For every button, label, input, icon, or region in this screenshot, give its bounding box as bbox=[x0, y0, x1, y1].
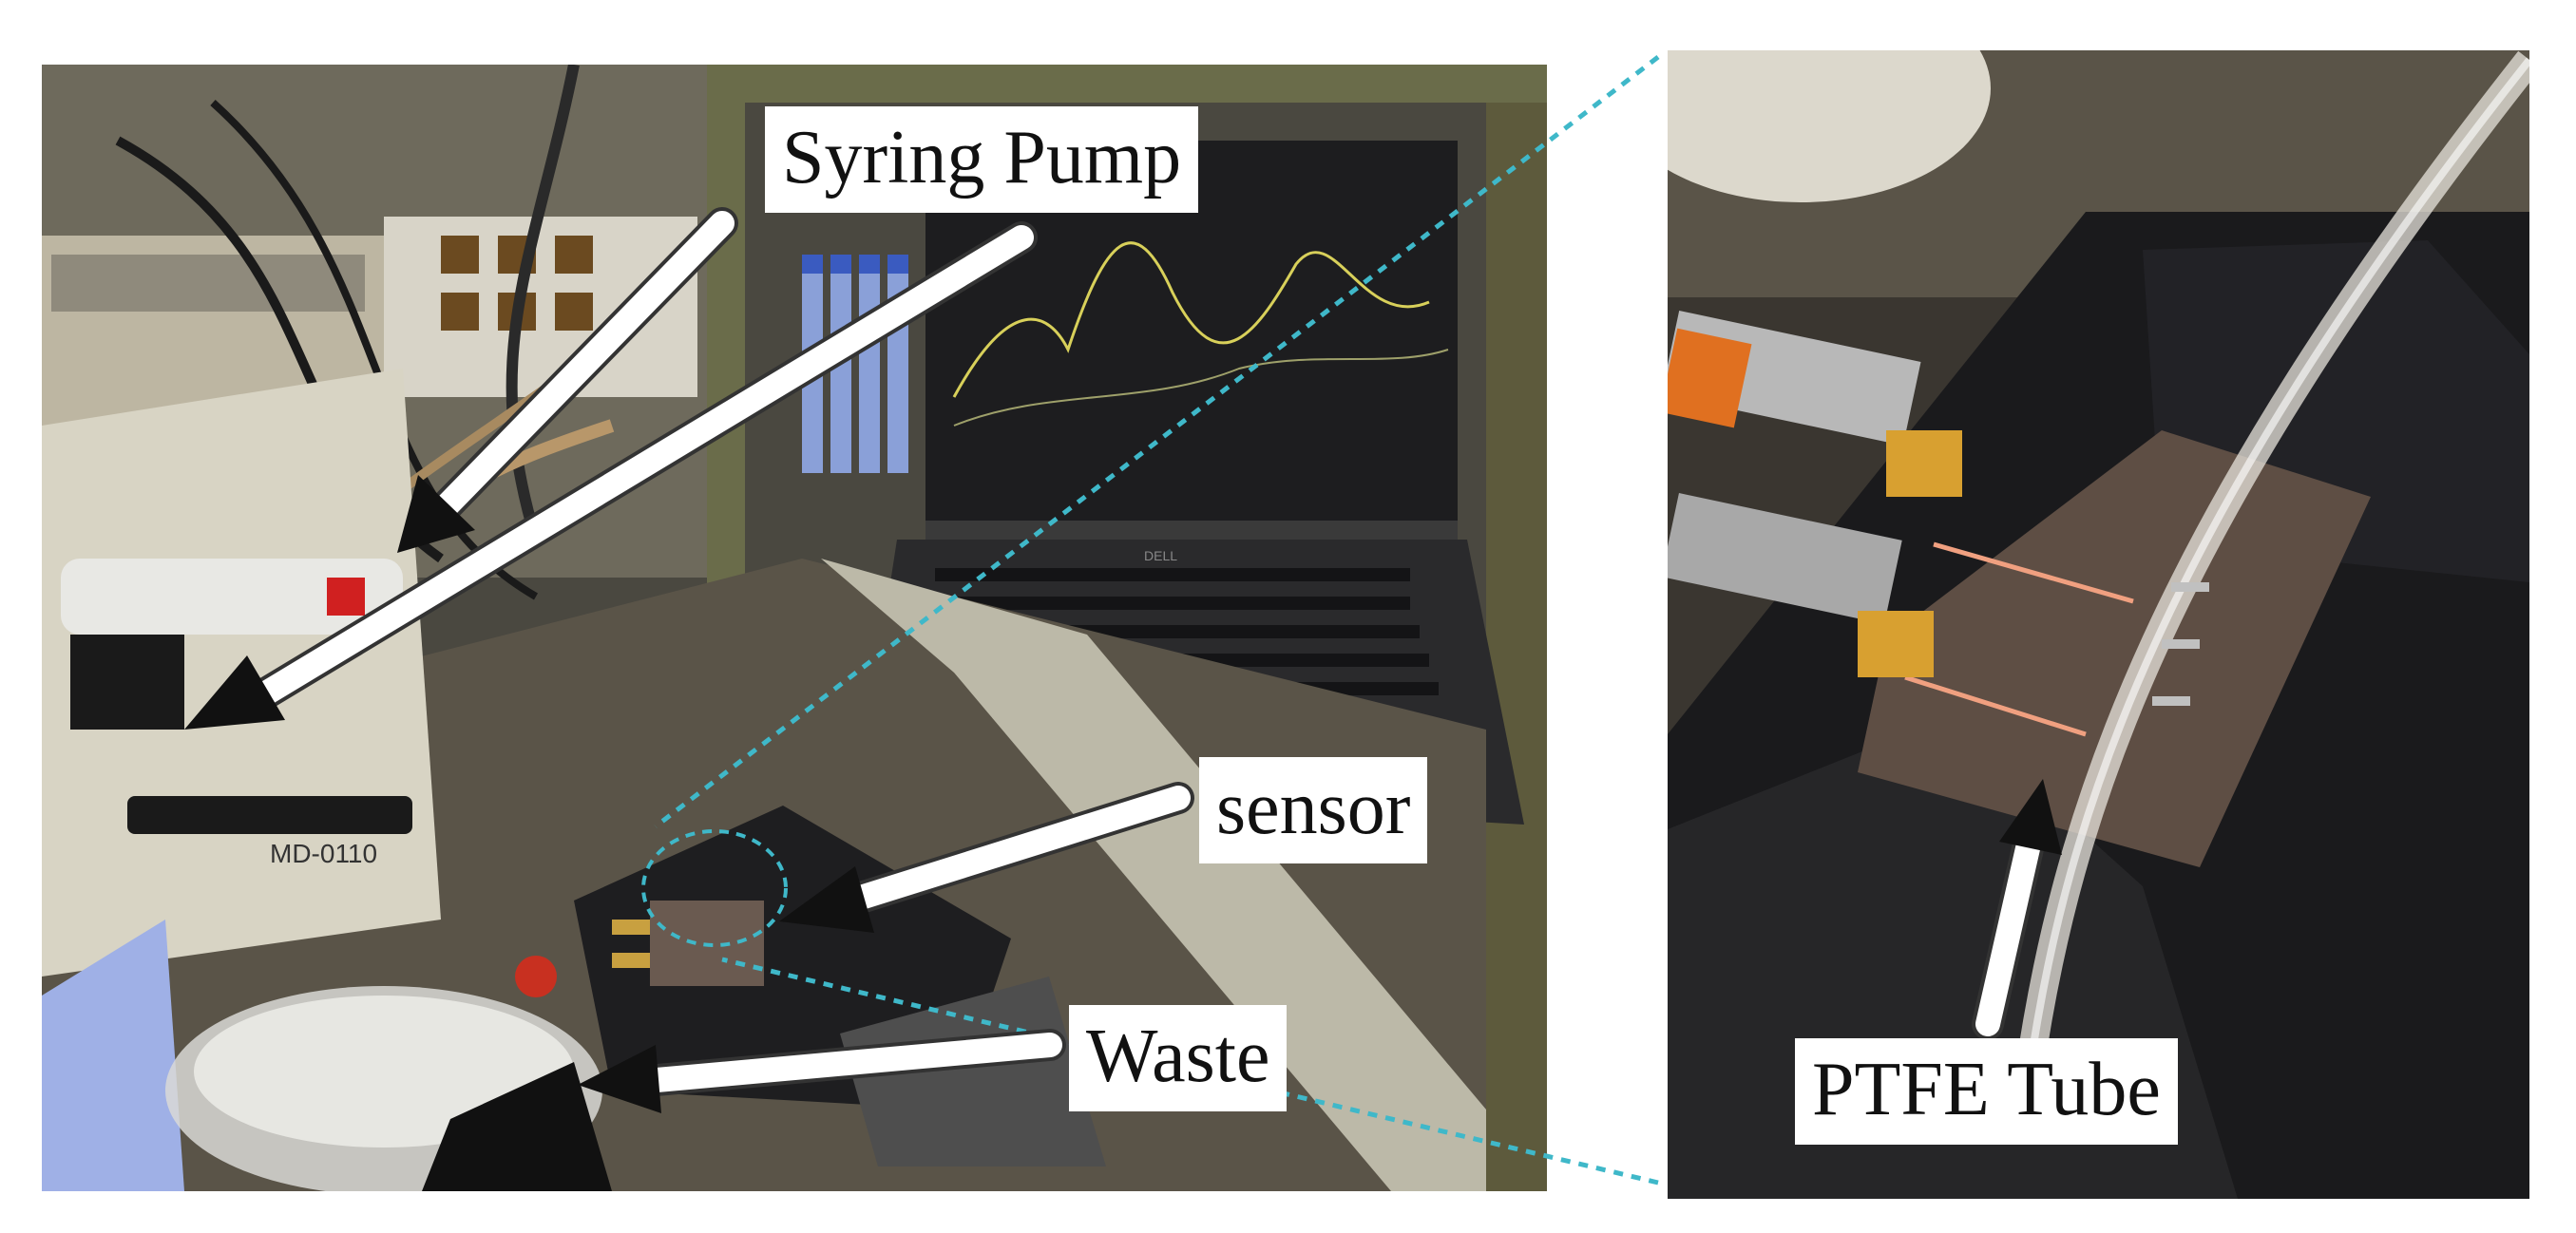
syringe-pump-label: Syring Pump bbox=[765, 106, 1199, 213]
sensor-closeup-photo bbox=[1668, 50, 2529, 1199]
sensor-label: sensor bbox=[1199, 757, 1428, 863]
ptfe-tube-label: PTFE Tube bbox=[1795, 1038, 2178, 1145]
lab-setup-photo: DELL MD-0110 bbox=[42, 65, 1547, 1191]
waste-label: Waste bbox=[1069, 1005, 1288, 1111]
laptop-brand-text: DELL bbox=[1144, 548, 1177, 563]
pump-model-text: MD-0110 bbox=[270, 839, 377, 868]
